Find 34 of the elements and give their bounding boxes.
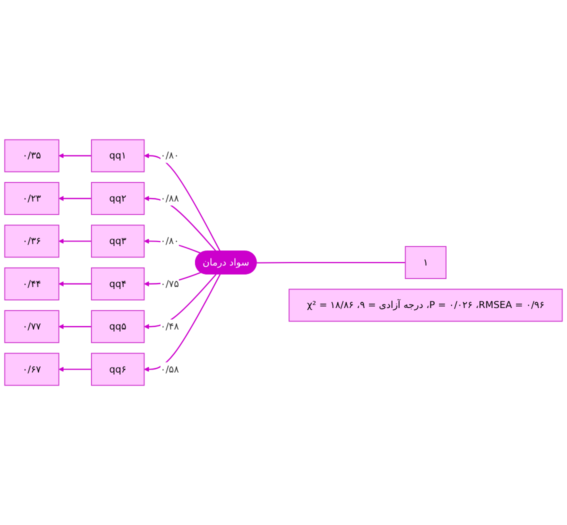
arrow (144, 274, 221, 372)
arrow (144, 272, 201, 286)
edge-label: ۰/۸۰ (160, 150, 179, 162)
node-box (288, 288, 563, 322)
node-box (91, 139, 145, 172)
node-box (404, 246, 446, 279)
node-box (91, 310, 145, 344)
edge-label: ۰/۷۵ (160, 278, 179, 290)
edge-label: ۰/۸۰ (160, 235, 179, 246)
node-box (4, 310, 60, 344)
edge-label: ۰/۵۸ (160, 363, 179, 375)
node-box (4, 139, 60, 172)
edge-label: ۰/۴۸ (160, 320, 179, 332)
node-box (4, 224, 60, 258)
node-box (4, 352, 60, 386)
arrow (58, 196, 92, 202)
arrow (58, 153, 92, 158)
arrow (144, 196, 216, 252)
arrow (58, 281, 92, 286)
node-box (91, 352, 145, 386)
node-box (4, 182, 60, 215)
arrow (58, 366, 92, 372)
node-box (91, 267, 145, 300)
arrow (144, 153, 221, 252)
arrow (58, 238, 92, 244)
node-box (91, 182, 145, 215)
edge-label: ۰/۸۸ (160, 192, 179, 204)
connector (256, 262, 406, 264)
path-diagram: ۰/۸۰ ۰/۸۸ ۰/۸۰ ۰/۷۵ ۰/۴۸ ۰/۵۸ ۰/۳۵ qq۱ ۰/۲۳ qq۲ ۰/۳۶ qq۳ ۰/۴۴ qq۴ ۰/۷۷ qq۵ ۰/۶۷ qq۶ سواد درمان ۱ χ² = ۱۸/۸۶ ،درجه آزادی = ۹ ،P = ۰/۰۲۶ ،RMSEA = ۰/۹۶ (0, 134, 567, 390)
arrow (144, 238, 202, 254)
arrow (144, 274, 216, 330)
node-box (4, 267, 60, 300)
arrow (58, 324, 92, 330)
node-box (91, 224, 145, 258)
